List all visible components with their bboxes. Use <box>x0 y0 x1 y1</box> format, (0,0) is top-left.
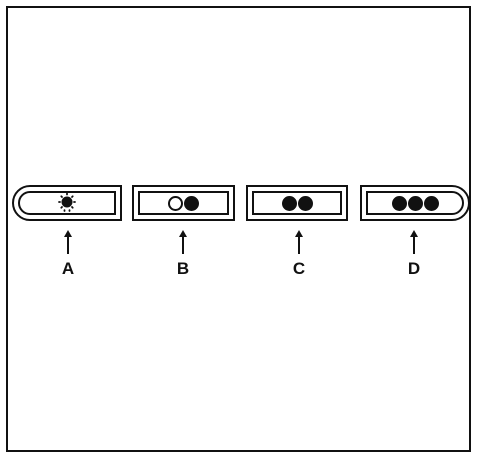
button-b-inner <box>138 191 229 215</box>
filled-dot <box>281 195 297 211</box>
button-a-light[interactable] <box>12 185 122 221</box>
two-filled-dots-icon <box>281 195 313 211</box>
label-a: A <box>61 259 75 278</box>
filled-dot <box>391 195 407 211</box>
arrow-up-icon <box>410 230 418 254</box>
light-sun-icon <box>58 192 76 212</box>
button-d-speed-3[interactable] <box>360 185 470 221</box>
label-b: B <box>176 259 190 278</box>
button-b-speed-1[interactable] <box>132 185 235 221</box>
filled-dot <box>297 195 313 211</box>
button-d-inner <box>366 191 464 215</box>
button-c-speed-2[interactable] <box>246 185 348 221</box>
button-c-inner <box>252 191 342 215</box>
one-open-one-filled-dot-icon <box>168 195 200 211</box>
filled-dot <box>407 195 423 211</box>
filled-dot <box>423 195 439 211</box>
label-d: D <box>407 259 421 278</box>
open-dot <box>168 195 183 211</box>
button-a-inner <box>18 191 116 215</box>
arrow-up-icon <box>295 230 303 254</box>
arrow-up-icon <box>64 230 72 254</box>
three-filled-dots-icon <box>391 195 439 211</box>
filled-dot <box>184 195 199 211</box>
diagram-frame <box>6 6 471 452</box>
label-c: C <box>292 259 306 278</box>
arrow-up-icon <box>179 230 187 254</box>
